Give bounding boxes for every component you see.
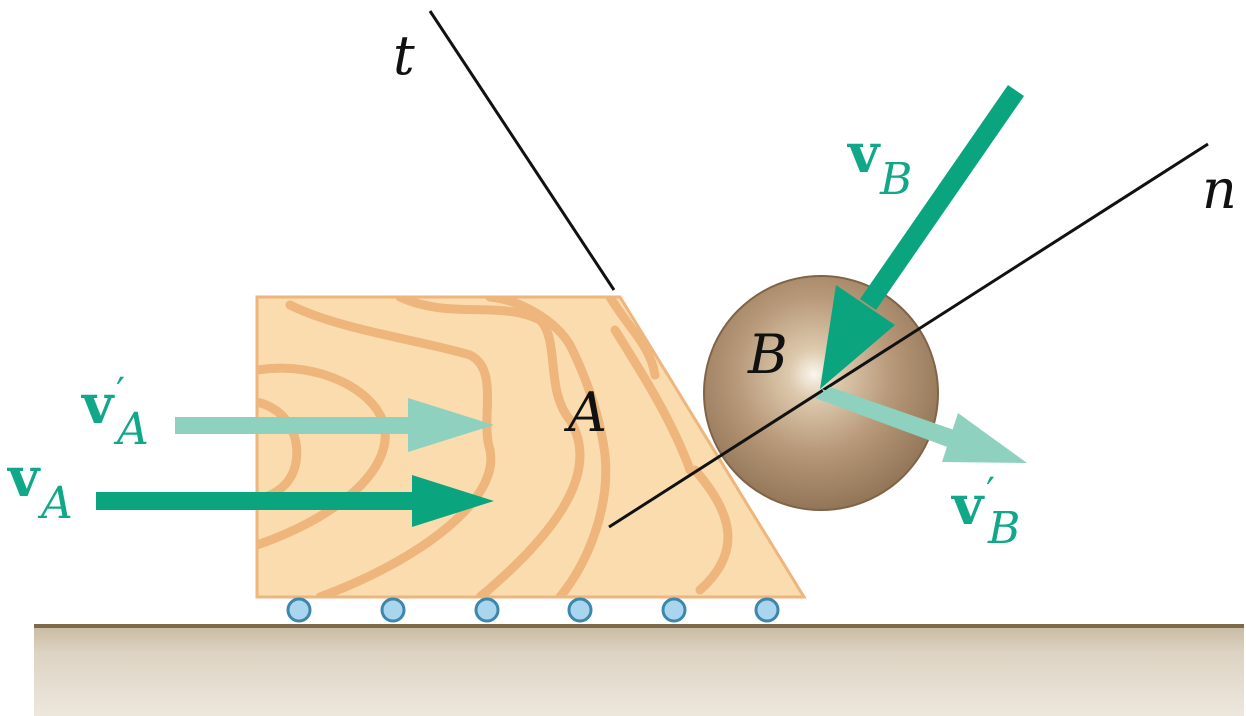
- va-prime-subscript: A: [113, 404, 149, 455]
- ball-label: B: [747, 323, 788, 386]
- roller: [661, 597, 687, 623]
- va-label: v A: [7, 445, 73, 529]
- n-axis-label: n: [1202, 158, 1237, 221]
- arrow-va-prime: [175, 398, 494, 452]
- tangent-axis-line: [428, 10, 616, 291]
- vb-prime-symbol: v: [951, 473, 985, 537]
- va-symbol: v: [7, 445, 41, 509]
- vb-prime-mark: ′: [986, 470, 995, 516]
- roller: [567, 597, 593, 623]
- vb-label: v B: [847, 121, 912, 205]
- normal-axis-line: [608, 142, 1209, 529]
- va-prime-symbol: v: [81, 372, 115, 436]
- roller: [286, 597, 312, 623]
- va-prime-label: v ′ A: [81, 370, 149, 455]
- roller: [380, 597, 406, 623]
- va-subscript: A: [37, 478, 73, 529]
- vb-prime-subscript: B: [987, 503, 1020, 554]
- block-label: A: [563, 381, 607, 444]
- wood-grain: [257, 297, 733, 597]
- va-prime-mark: ′: [116, 370, 125, 416]
- roller: [474, 597, 500, 623]
- vb-symbol: v: [847, 121, 881, 185]
- t-axis-label: t: [393, 24, 415, 87]
- arrow-va: [96, 475, 494, 527]
- ground: [34, 624, 1244, 716]
- rollers: [286, 597, 780, 623]
- vb-prime-label: v ′ B: [951, 470, 1020, 554]
- roller: [754, 597, 780, 623]
- arrow-vb: [820, 85, 1024, 389]
- arrow-vb-prime: [815, 387, 1027, 463]
- vb-subscript: B: [879, 154, 912, 205]
